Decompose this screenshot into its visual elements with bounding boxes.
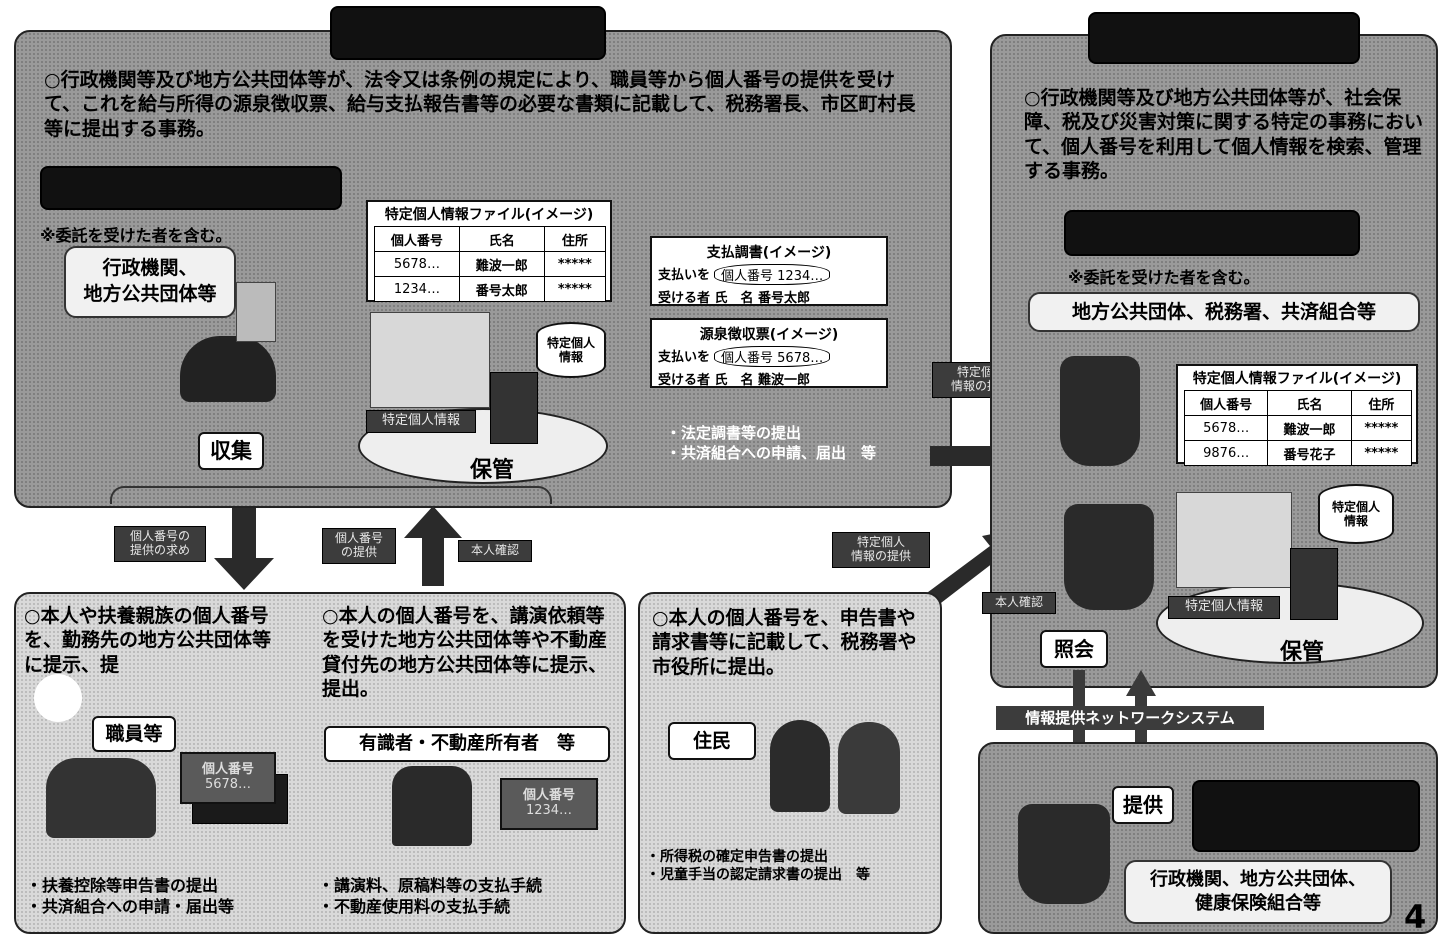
elderly-woman-icon [838,722,900,814]
table-row: 5678… 難波一郎 ***** [1183,415,1413,441]
withholding-slip-image: 源泉徴収票(イメージ) 支払いを 個人番号 5678… 受ける者 氏 名 難波一… [650,318,888,388]
left-file-image: 特定個人情報ファイル(イメージ) 個人番号 氏名 住所 5678… 難波一郎 *… [366,200,612,302]
office-worker-icon-right-top [1060,356,1140,466]
office-worker-icon-right-bottom [1064,504,1154,610]
meeting-people-icon [46,758,156,838]
server-building-icon-right [1290,548,1338,620]
expert-provision-text: ○本人の個人番号を、講演依頼等を受けた地方公共団体等や不動産貸付先の地方公共団体… [322,605,608,700]
staff-actor-box: 職員等 [92,716,176,752]
request-arrow-down [214,508,274,590]
staff-provision-text: ○本人や扶養親族の個人番号を、勤務先の地方公共団体等に提示、提 [24,605,272,676]
collection-bracket [110,486,552,504]
card-number: 1234… [525,803,573,818]
payment-record-title: 支払調書(イメージ) [706,245,832,261]
collect-label: 収集 [198,432,264,470]
payment-line1-label: 支払いを [658,268,711,283]
left-file-table: 個人番号 氏名 住所 5678… 難波一郎 ***** 1234… 番号太郎 *… [374,226,607,302]
header-individual-number: 個人番号 [374,226,460,252]
payment-line1-value: 個人番号 1234… [714,264,831,285]
withholding-line1-value: 個人番号 5678… [714,346,831,367]
database-icon-right: 特定個人 情報 [1318,484,1394,544]
database-icon-left: 特定個人 情報 [536,322,606,378]
provider-banner [1192,780,1420,852]
expert-actor-box: 有識者・不動産所有者 等 [324,726,610,762]
withholding-line2: 受ける者 氏 名 難波一郎 [658,373,811,388]
white-dot-marker [34,674,82,722]
card-label: 個人番号 [201,762,254,777]
left-actor-box: 行政機関、 地方公共団体等 [64,246,236,318]
header-individual-number: 個人番号 [1183,390,1269,416]
sub-banner-left [40,166,342,210]
header-name: 氏名 [458,226,545,252]
withholding-title: 源泉徴収票(イメージ) [699,327,839,343]
network-system-label: 情報提供ネットワークシステム [996,706,1264,730]
header-name: 氏名 [1267,390,1352,416]
staff-items-text: ・扶養控除等申告書の提出 ・共済組合への申請・届出等 [26,876,235,916]
table-row: 5678… 難波一郎 ***** [374,251,607,277]
handshake-icon [392,766,472,846]
resident-actor-box: 住民 [668,722,756,760]
submission-text: ・法定調書等の提出 ・共済組合への申請、届出 等 [666,424,877,462]
store-label-right: 保管 [1280,640,1325,665]
right-file-table: 個人番号 氏名 住所 5678… 難波一郎 ***** 9876… 番号花子 *… [1183,390,1413,466]
stored-info-label-left: 特定個人情報 [366,410,476,433]
payment-record-image: 支払調書(イメージ) 支払いを 個人番号 1234… 受ける者 氏 名 番号太郎 [650,236,888,306]
panel-title-banner-right [1088,12,1360,64]
request-number-label: 個人番号の 提供の求め [114,526,206,562]
left-panel-description: ○行政機関等及び地方公共団体等が、法令又は条例の規定により、職員等から個人番号の… [44,69,916,140]
left-file-title: 特定個人情報ファイル(イメージ) [384,207,594,223]
specific-info-provide-label-2: 特定個人 情報の提供 [832,532,930,568]
server-building-icon [490,372,538,444]
office-worker-icon-provider [1018,804,1110,904]
table-row: 1234… 番号太郎 ***** [374,276,607,302]
number-card-left: 個人番号 5678… [180,752,276,804]
stored-info-label-right: 特定個人情報 [1168,596,1280,619]
inquiry-label: 照会 [1040,630,1108,668]
payment-line2: 受ける者 氏 名 番号太郎 [658,291,811,306]
right-actor-box: 地方公共団体、税務署、共済組合等 [1028,292,1420,332]
left-note: ※委託を受けた者を含む。 [40,226,232,245]
right-file-image: 特定個人情報ファイル(イメージ) 個人番号 氏名 住所 5678… 難波一郎 *… [1176,364,1418,466]
page-number: 4 [1404,898,1427,936]
card-number: 5678… [204,777,252,792]
provide-number-label: 個人番号 の提供 [322,528,396,564]
sub-banner-right [1064,210,1360,256]
right-note: ※委託を受けた者を含む。 [1068,268,1260,287]
expert-items-text: ・講演料、原稿料等の支払手続 ・不動産使用料の支払手続 [318,876,543,916]
documents-stack-icon-right [1176,492,1292,588]
identity-check-label-right: 本人確認 [982,592,1056,614]
header-address: 住所 [543,226,607,252]
resident-provision-text: ○本人の個人番号を、申告書や請求書等に記載して、税務署や市役所に提出。 [652,607,917,678]
table-row: 9876… 番号花子 ***** [1183,440,1413,466]
card-label: 個人番号 [522,788,575,803]
number-card-mid: 個人番号 1234… [500,778,598,830]
header-address: 住所 [1350,390,1413,416]
withholding-line1-label: 支払いを [658,350,711,365]
identity-check-label-left: 本人確認 [458,540,532,562]
storage-platform-left [358,408,608,484]
elderly-man-icon [770,720,830,812]
right-panel-description: ○行政機関等及び地方公共団体等が、社会保障、税及び災害対策に関する特定の事務にお… [1024,87,1424,182]
provide-label: 提供 [1112,786,1174,824]
office-worker-icon [180,336,276,402]
store-label-left: 保管 [470,458,515,483]
documents-stack-icon [370,312,490,408]
provide-arrow-up [404,506,462,586]
resident-items-text: ・所得税の確定申告書の提出 ・児童手当の認定請求書の提出 等 [646,849,870,884]
provider-actor-box: 行政機関、地方公共団体、 健康保険組合等 [1124,860,1392,924]
right-file-title: 特定個人情報ファイル(イメージ) [1192,371,1402,387]
panel-title-banner-left [330,6,606,60]
stack-of-papers-icon [236,282,276,342]
